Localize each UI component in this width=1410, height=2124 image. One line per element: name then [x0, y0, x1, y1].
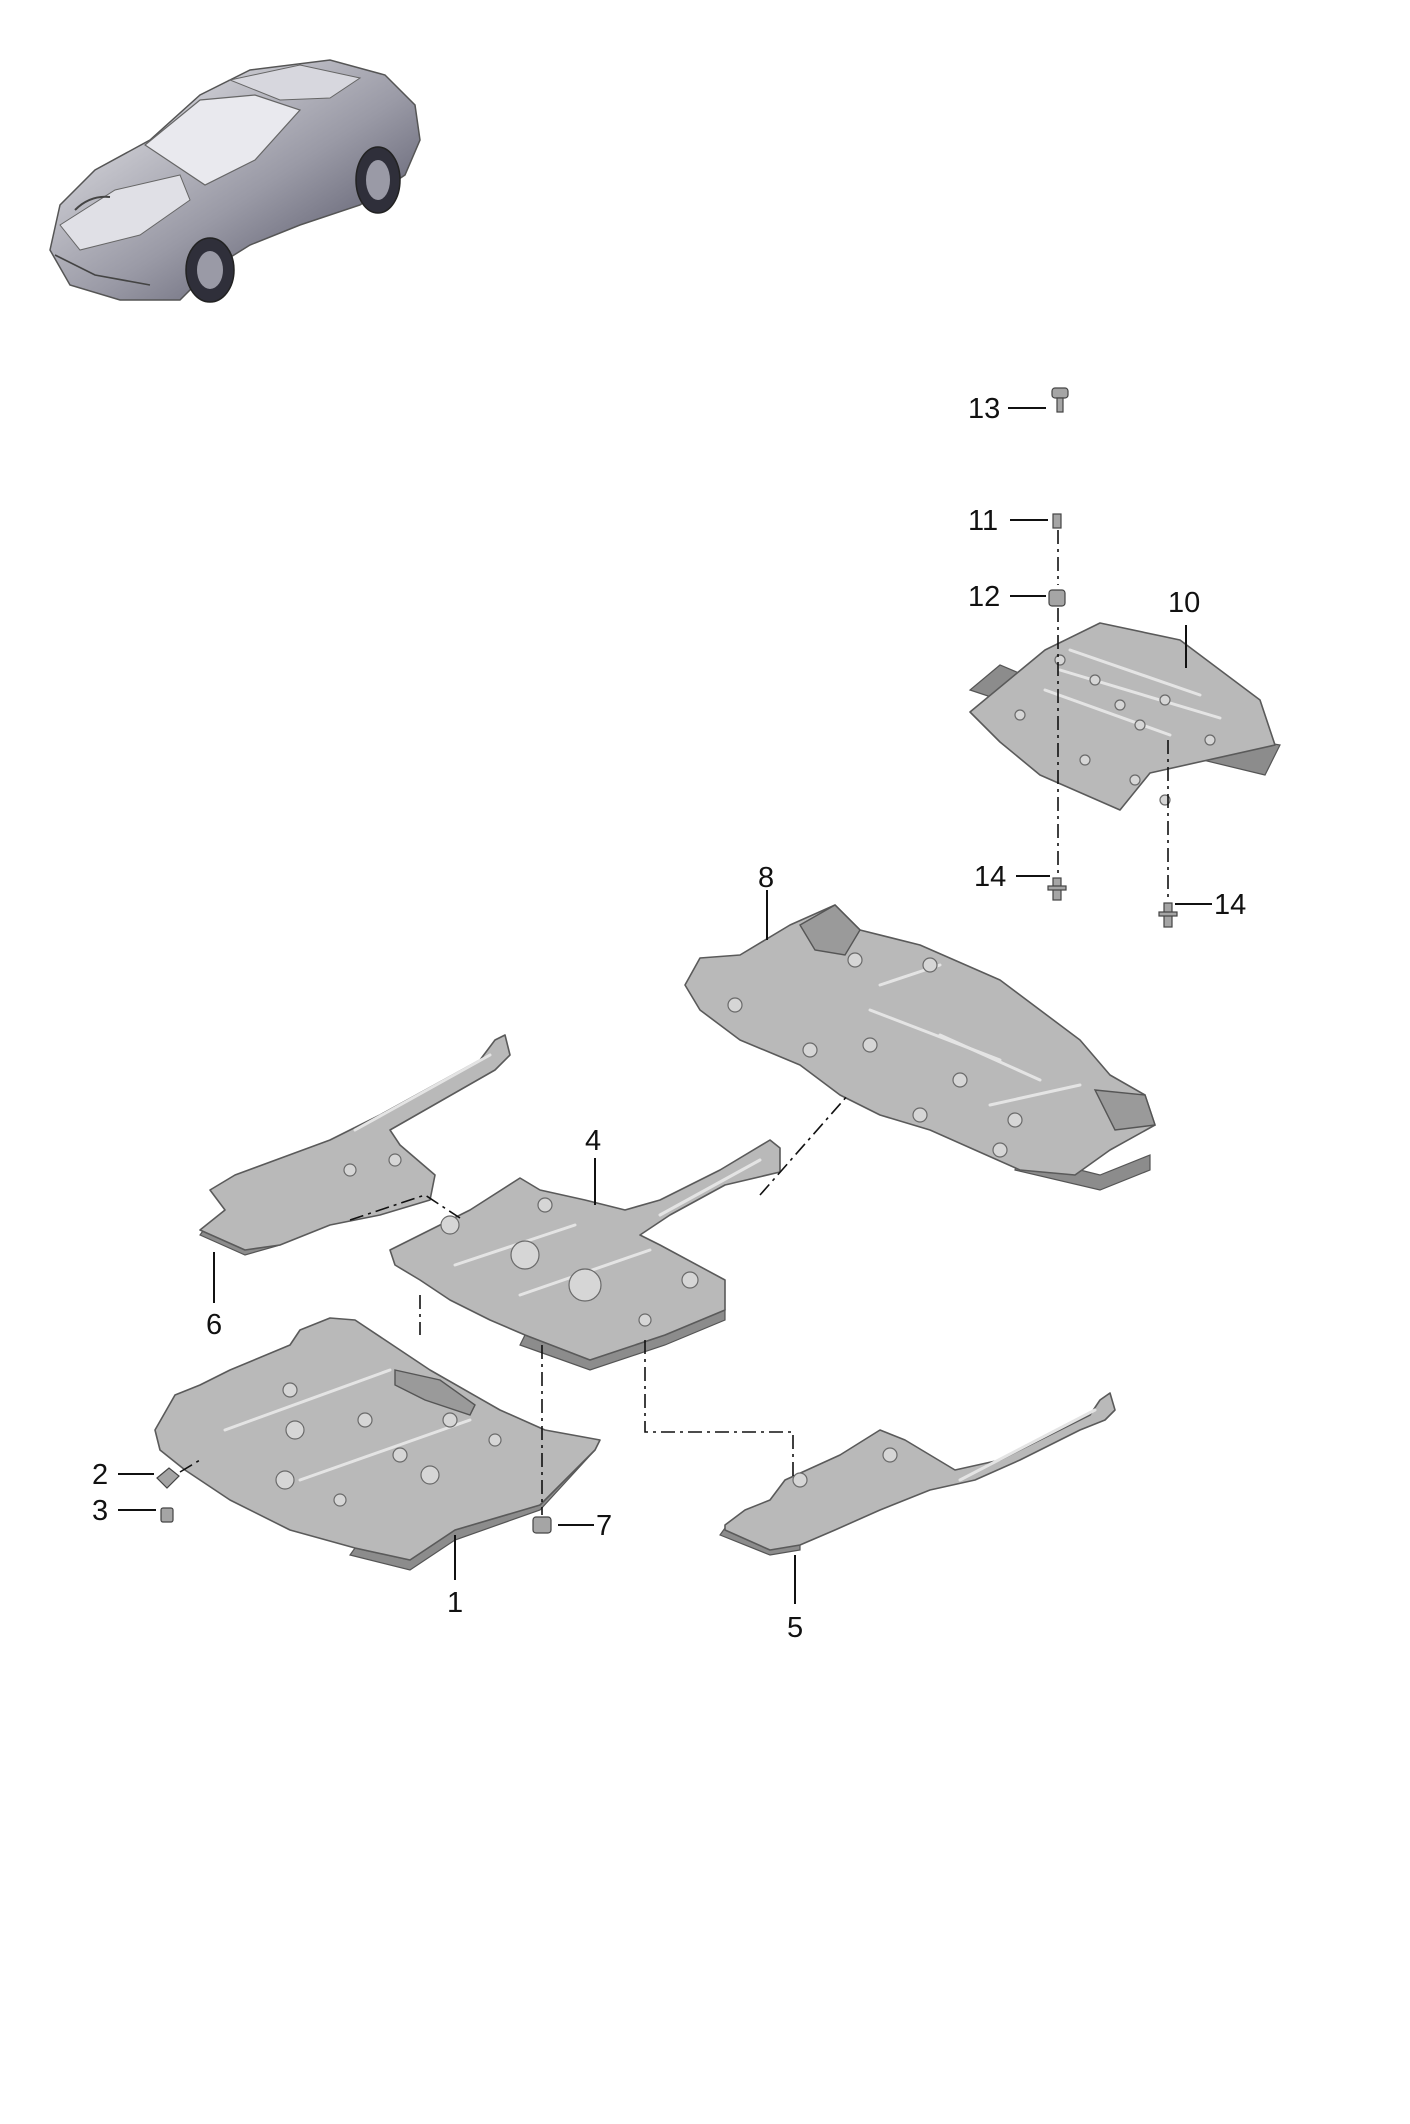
hardware-14a-clip-icon	[1047, 877, 1067, 901]
part-1-front-panel	[154, 1317, 601, 1571]
part-8-mid-rear-panel	[684, 904, 1156, 1191]
part-5-right-side-panel	[719, 1392, 1116, 1556]
callout-3: 3	[92, 1495, 108, 1527]
callout-8: 8	[758, 862, 774, 894]
hardware-2-clip-icon	[156, 1467, 180, 1489]
callout-6: 6	[206, 1309, 222, 1341]
hardware-14b-clip-icon	[1158, 902, 1178, 928]
hardware-11-pin-icon	[1052, 513, 1062, 529]
callout-labels: 13 11 12 10 14 14 8 4 6 2 3 7 1 5	[92, 393, 1246, 1644]
part-4-center-panel	[389, 1139, 781, 1371]
callout-1: 1	[447, 1587, 463, 1619]
callout-11: 11	[968, 505, 998, 537]
vehicle-thumbnail-icon	[49, 59, 421, 303]
hardware-12-nut-icon	[1048, 589, 1066, 607]
hardware-13-bolt-icon	[1051, 387, 1069, 413]
callout-12: 12	[968, 581, 1000, 613]
callout-4: 4	[585, 1125, 601, 1157]
hardware-7-nut-icon	[532, 1516, 552, 1534]
part-6-left-side-panel	[199, 1034, 511, 1256]
assembly-lines	[179, 530, 1169, 1515]
callout-10: 10	[1168, 587, 1200, 619]
callout-7: 7	[596, 1510, 612, 1542]
hardware-3-screw-icon	[160, 1507, 174, 1523]
callout-14b: 14	[1214, 889, 1246, 921]
leader-lines	[118, 407, 1212, 1604]
part-10-rear-panel	[968, 622, 1281, 811]
callout-13: 13	[968, 393, 1000, 425]
callout-2: 2	[92, 1459, 108, 1491]
callout-5: 5	[787, 1612, 803, 1644]
callout-14a: 14	[974, 861, 1006, 893]
